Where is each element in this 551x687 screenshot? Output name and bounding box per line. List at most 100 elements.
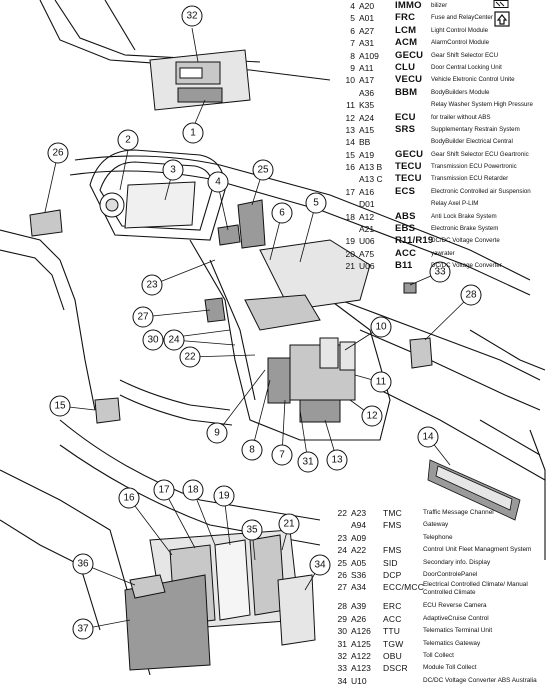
legend-num: 10 — [345, 75, 355, 86]
callout-16: 16 — [118, 487, 140, 509]
legend-code: FMS — [383, 520, 402, 531]
legend-desc: Telematics Gateway — [423, 639, 481, 647]
legend-num: 23 — [337, 532, 347, 543]
legend-ref: A36 — [359, 87, 375, 98]
legend-desc: Relay Axel P-LIM — [431, 200, 479, 208]
legend-desc: Control Unit Fleet Managment System — [423, 546, 532, 554]
legend-row: D01 Relay Axel P-LIM — [341, 198, 546, 210]
legend-desc: AlarmControl Module — [431, 39, 490, 47]
legend-ref: BB — [359, 137, 371, 148]
legend-ref: A12 — [359, 211, 375, 222]
legend-ref: A13 C — [359, 174, 383, 185]
callout-6: 6 — [271, 202, 293, 224]
legend-code: SID — [383, 557, 398, 568]
callout-34: 34 — [309, 554, 331, 576]
svg-text:2: 2 — [125, 135, 131, 146]
legend-desc: Gear Shift Selector ECU Geartronic — [431, 150, 529, 158]
legend-ref: A22 — [351, 545, 367, 556]
arrow-up-icon[interactable] — [494, 11, 510, 27]
legend-num: 18 — [345, 211, 355, 222]
legend-num: 32 — [337, 650, 347, 661]
legend-desc: Gateway — [423, 521, 449, 529]
callout-4: 4 — [207, 171, 229, 193]
callout-13: 13 — [326, 449, 348, 471]
legend-code: IMMO — [395, 0, 422, 11]
legend-ref: U10 — [351, 675, 367, 686]
legend-num: 20 — [345, 248, 355, 259]
legend-row: 5 A01 FRC Fuse and RelayCenter — [341, 12, 546, 24]
legend-num: 16 — [345, 162, 355, 173]
svg-text:15: 15 — [54, 401, 66, 412]
legend-num: 5 — [350, 13, 355, 24]
legend-ref: A01 — [359, 13, 375, 24]
legend-desc: Vehicle Eletronic Control Unite — [431, 76, 515, 84]
svg-text:28: 28 — [465, 290, 477, 301]
callout-26: 26 — [47, 142, 69, 164]
legend-code: ECU — [395, 111, 416, 123]
legend-ref: A17 — [359, 75, 375, 86]
callout-22: 22 — [179, 346, 201, 368]
legend-code: FRC — [395, 12, 416, 24]
legend-desc: Transmission ECU Powertronic — [431, 163, 517, 171]
legend-code: GECU — [395, 49, 424, 61]
legend-code: DCP — [383, 569, 402, 580]
legend-ref: D01 — [359, 199, 375, 210]
svg-text:31: 31 — [302, 457, 314, 468]
legend-desc: yawrater — [431, 249, 455, 257]
legend-desc: Gear Shift Selector ECU — [431, 51, 499, 59]
legend-code: ECC/MCC — [383, 582, 425, 593]
legend-num: 30 — [337, 626, 347, 637]
legend-desc: Electronic Brake System — [431, 225, 499, 233]
legend-desc: BodyBuilder Electrical Central — [431, 138, 513, 146]
legend-code: ABS — [395, 210, 416, 222]
legend-num: 17 — [345, 186, 355, 197]
svg-text:24: 24 — [168, 335, 180, 346]
callout-37: 37 — [72, 618, 94, 640]
legend-code: DSCR — [383, 663, 408, 674]
legend-ref: A123 — [351, 663, 371, 674]
legend-desc: Traffic Message Channel — [423, 509, 494, 516]
legend-code: TTU — [383, 626, 401, 637]
legend-ref: K35 — [359, 100, 375, 111]
callout-23: 23 — [141, 274, 163, 296]
cluster-display — [99, 181, 196, 229]
svg-text:3: 3 — [170, 165, 176, 176]
legend-code: OBU — [383, 650, 403, 661]
legend-desc: Transmission ECU Retarder — [431, 175, 509, 183]
svg-text:1: 1 — [190, 128, 196, 139]
legend-num: 28 — [337, 601, 347, 612]
legend-num: 11 — [346, 100, 355, 111]
legend-code: TECU — [395, 161, 422, 173]
legend-ref: U06 — [359, 261, 375, 272]
legend-code: ACC — [395, 247, 417, 259]
legend-num: 7 — [350, 38, 355, 49]
svg-text:19: 19 — [218, 491, 230, 502]
legend-ref: A122 — [351, 650, 371, 661]
legend-num: 27 — [337, 582, 347, 593]
legend-desc: Door Central Locking Unit — [431, 63, 502, 71]
legend-desc: Anti Lock Brake System — [431, 212, 497, 220]
legend-ref: A75 — [359, 248, 375, 259]
callout-2: 2 — [117, 129, 139, 151]
legend-desc: bilizer — [431, 2, 448, 9]
callout-21: 21 — [278, 513, 300, 535]
svg-text:26: 26 — [52, 148, 64, 159]
legend-num: 19 — [345, 236, 355, 247]
legend-num: 33 — [337, 663, 347, 674]
legend-desc: Fuse and RelayCenter — [431, 14, 493, 22]
legend-desc: Relay Washer System High Pressure — [431, 101, 533, 109]
legend-ref: A109 — [359, 50, 379, 61]
